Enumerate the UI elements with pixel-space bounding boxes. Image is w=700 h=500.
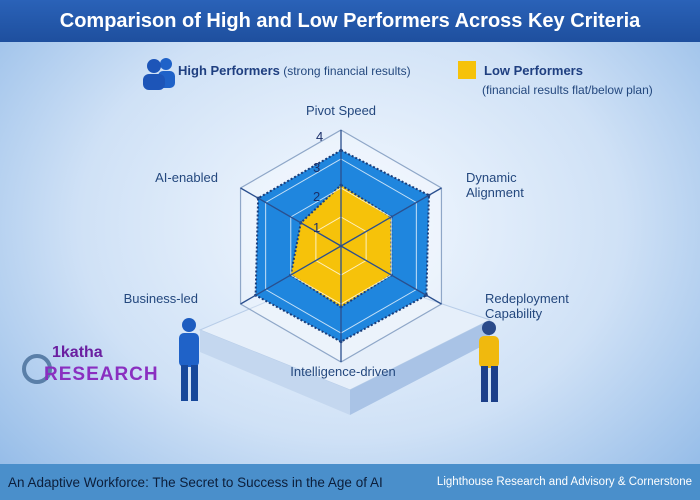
axis-spoke	[340, 187, 442, 247]
axis-label: AI-enabled	[155, 170, 218, 185]
people-icon	[143, 58, 175, 90]
axis-spoke	[240, 187, 342, 247]
legend-low-desc: (financial results flat/below plan)	[482, 83, 653, 97]
tick-label: 3	[313, 160, 320, 175]
person-blue-icon	[179, 318, 199, 401]
legend-item-high: High Performers (strong financial result…	[178, 63, 411, 78]
logo-bottom-text: RESEARCH	[44, 364, 159, 385]
tick-label: 1	[313, 220, 320, 235]
axis-label: Dynamic	[466, 170, 517, 185]
katha-research-logo: 1katha RESEARCH	[22, 344, 158, 394]
axis-label: Redeployment	[485, 291, 569, 306]
axis-label: Alignment	[466, 185, 524, 200]
footer-bar: An Adaptive Workforce: The Secret to Suc…	[0, 464, 700, 500]
axis-label: Intelligence-driven	[290, 364, 396, 379]
logo-top-text: 1katha	[52, 344, 103, 361]
footer-title: An Adaptive Workforce: The Secret to Suc…	[8, 474, 383, 490]
chart-legend: High Performers (strong financial result…	[140, 56, 700, 106]
legend-low-label: Low Performers	[484, 63, 583, 78]
axis-label: Business-led	[124, 291, 198, 306]
axis-spoke	[240, 245, 342, 305]
legend-high-label: High Performers	[178, 63, 280, 78]
axis-label: Pivot Speed	[306, 103, 376, 118]
tick-label: 4	[316, 129, 323, 144]
platform-front-left	[200, 330, 350, 415]
page-title: Comparison of High and Low Performers Ac…	[0, 0, 700, 42]
tick-label: 2	[313, 189, 320, 204]
legend-low-swatch	[458, 61, 476, 79]
magnifier-icon	[22, 354, 52, 384]
platform-front-right	[350, 320, 490, 415]
person-yellow-icon	[479, 321, 499, 402]
axis-label: Capability	[485, 306, 543, 321]
legend-high-desc: (strong financial results)	[283, 64, 411, 78]
footer-source: Lighthouse Research and Advisory & Corne…	[436, 476, 692, 488]
axis-spoke	[340, 245, 442, 305]
